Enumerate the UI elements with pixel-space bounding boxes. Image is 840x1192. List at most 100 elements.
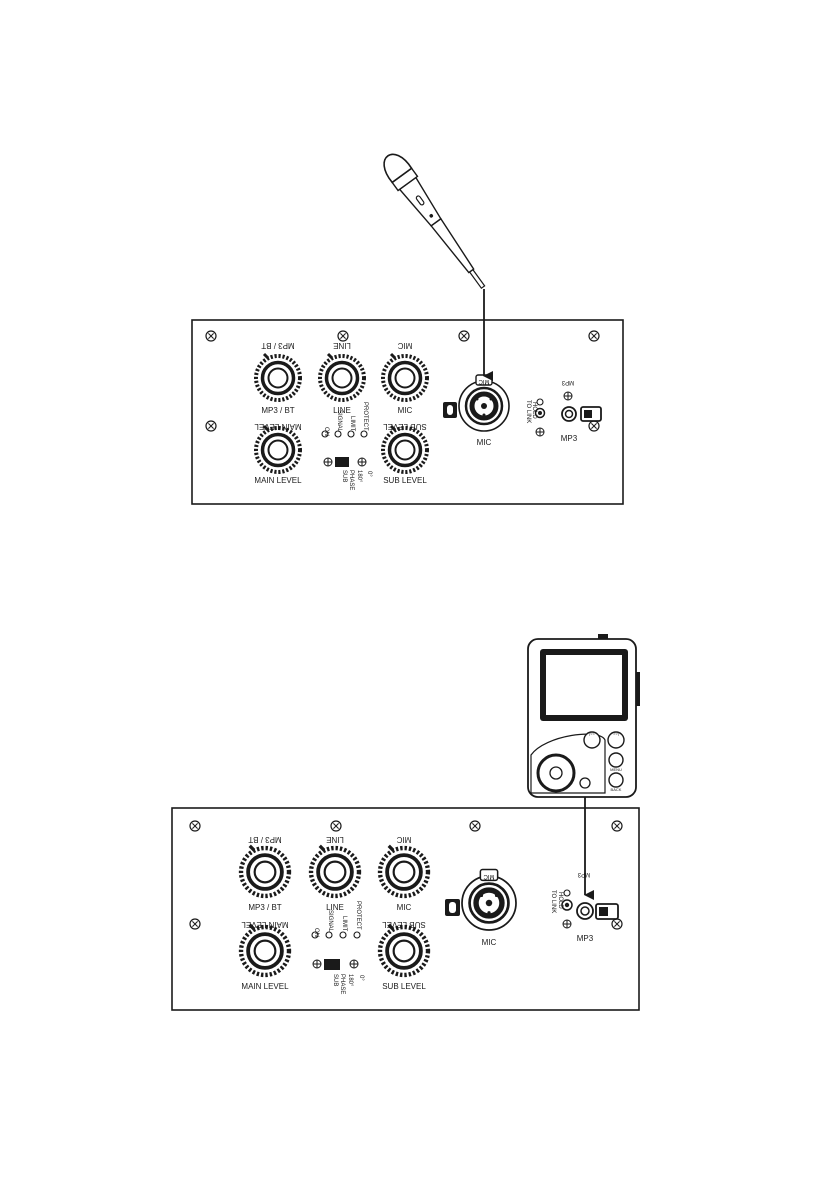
sub-phase-switch[interactable] <box>324 959 340 970</box>
mp3-screw-icon <box>563 391 573 401</box>
screw-icon <box>330 820 342 832</box>
mp3-label-top: MP3 <box>577 871 590 877</box>
mp3-bt-label-top: MP3 / BT <box>261 341 294 350</box>
mp3-toggle-switch[interactable] <box>595 903 619 920</box>
main-level-label-top: MAIN LEVEL <box>241 920 289 929</box>
menu-button-label: MENU <box>610 767 622 772</box>
back-button <box>608 772 624 788</box>
limit-led-label: LIMIT <box>341 916 347 932</box>
mp3-player-icon: |<< >>| MENU BACK <box>527 634 640 798</box>
combo-jack-label: MIC <box>482 938 497 947</box>
next-button <box>607 731 625 749</box>
rear-panel-bottom: MP3 / BT MP3 / BT LINE LINE MIC MIC MAIN… <box>171 807 640 1011</box>
to-link-label: TO LINK <box>550 890 556 913</box>
screw-icon <box>205 330 217 342</box>
main-level-label-top: MAIN LEVEL <box>254 422 302 431</box>
signal-led-label: SIGNAL <box>336 410 342 433</box>
sub-phase-switch[interactable] <box>335 457 349 467</box>
signal-led-label: SIGNAL <box>327 910 333 933</box>
line-label: LINE <box>333 406 351 415</box>
prev-button-label: |<< <box>589 731 595 736</box>
mp3-bt-label: MP3 / BT <box>261 406 294 415</box>
sub-level-label: SUB LEVEL <box>383 476 427 485</box>
combo-jack-label-top: MIC <box>478 378 490 384</box>
hold-label: HOLD <box>557 892 563 909</box>
link-screw-icon <box>562 919 572 929</box>
protect-led-label: PROTECT <box>355 901 361 930</box>
mp3-label: MP3 <box>561 434 578 443</box>
screw-icon <box>205 420 217 432</box>
phase-180-label: 180° <box>356 470 362 483</box>
phase-title-b: PHASE <box>348 470 354 490</box>
screw-icon <box>337 330 349 342</box>
mic-combo-jack[interactable] <box>458 374 510 432</box>
link-screw-icon <box>535 427 545 437</box>
player-dial-center <box>549 766 563 780</box>
screw-icon <box>611 918 623 930</box>
mp3-input-jack[interactable] <box>576 902 594 920</box>
main-level-label: MAIN LEVEL <box>241 982 289 991</box>
phase-screw-icon <box>357 457 367 467</box>
sub-level-label: SUB LEVEL <box>382 982 426 991</box>
link-button[interactable] <box>561 899 573 911</box>
mic-label: MIC <box>398 406 413 415</box>
lock-tab-icon <box>445 899 460 916</box>
hold-label: HOLD <box>531 402 537 419</box>
line-label: LINE <box>326 903 344 912</box>
protect-led <box>360 430 368 438</box>
player-side-button <box>636 672 640 706</box>
mp3-bt-label-top: MP3 / BT <box>248 835 281 844</box>
phase-title-b: PHASE <box>339 974 345 994</box>
link-led <box>563 889 571 897</box>
protect-led <box>353 931 361 939</box>
combo-jack-label: MIC <box>477 438 492 447</box>
screw-icon <box>588 420 600 432</box>
phase-0-label: 0° <box>366 471 372 477</box>
on-led-label: ON <box>323 427 329 436</box>
line-label-top: LINE <box>326 835 344 844</box>
limit-led-label: LIMIT <box>349 416 355 432</box>
line-label-top: LINE <box>333 341 351 350</box>
mic-label-top: MIC <box>396 835 411 844</box>
panel-border <box>191 319 624 505</box>
sub-level-label-top: SUB LEVEL <box>382 920 426 929</box>
phase-title-a: SUB <box>332 974 338 986</box>
limit-led <box>339 931 347 939</box>
screw-icon <box>588 330 600 342</box>
mp3-label: MP3 <box>577 934 594 943</box>
mp3-toggle-switch[interactable] <box>580 406 602 422</box>
sub-level-label-top: SUB LEVEL <box>383 422 427 431</box>
protect-led-label: PROTECT <box>362 402 368 431</box>
limit-led <box>347 430 355 438</box>
screw-icon <box>611 820 623 832</box>
prev-button <box>583 731 601 749</box>
player-top-button <box>598 634 608 639</box>
phase-screw-icon <box>349 959 359 969</box>
phase-180-label: 180° <box>347 974 353 987</box>
phase-title-a: SUB <box>341 470 347 482</box>
phase-screw-icon <box>312 959 322 969</box>
back-button-label: BACK <box>611 787 622 792</box>
main-level-label: MAIN LEVEL <box>254 476 302 485</box>
rear-panel-top: MP3 / BT MP3 / BT LINE LINE MIC MIC MAIN… <box>191 319 624 505</box>
combo-jack-label-top: MIC <box>483 873 495 879</box>
phase-0-label: 0° <box>358 975 364 981</box>
phase-screw-icon <box>323 457 333 467</box>
mic-combo-jack[interactable] <box>461 868 517 931</box>
on-led-label: ON <box>313 928 319 937</box>
mic-label-top: MIC <box>397 341 412 350</box>
link-button[interactable] <box>534 407 546 419</box>
mic-label: MIC <box>397 903 412 912</box>
next-button-label: >>| <box>613 731 619 736</box>
screw-icon <box>458 330 470 342</box>
to-link-label: TO LINK <box>525 400 531 423</box>
signal-led <box>325 931 333 939</box>
screw-icon <box>469 820 481 832</box>
mp3-label-top: MP3 <box>561 379 574 385</box>
player-small-button <box>579 777 591 789</box>
lock-tab-icon <box>443 402 457 418</box>
screw-icon <box>189 918 201 930</box>
microphone-icon <box>383 153 486 290</box>
mp3-input-jack[interactable] <box>561 406 577 422</box>
